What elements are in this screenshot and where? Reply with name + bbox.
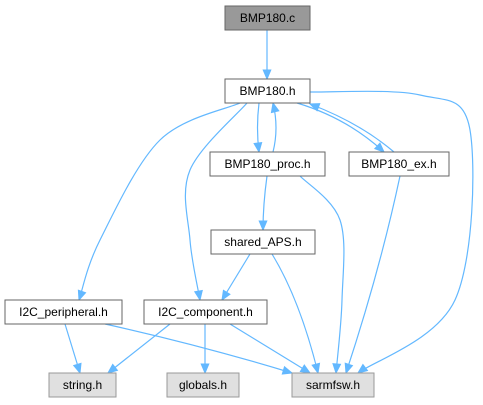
node-label: BMP180_ex.h <box>361 157 436 171</box>
edge-arrowhead <box>356 363 369 374</box>
edge-line <box>184 102 248 301</box>
edge-arrowhead <box>270 101 280 114</box>
edge-bmp180_ex_h-to-sarmfsw_h <box>344 175 401 375</box>
node-shared-aps-h[interactable]: shared_APS.h <box>210 229 316 255</box>
node-label: globals.h <box>179 378 227 392</box>
node-label: I2C_component.h <box>158 305 253 319</box>
edge-bmp180_h-to-i2c_component_h <box>184 102 248 302</box>
edge-line <box>107 323 171 374</box>
node-box <box>210 229 316 255</box>
node-label: sarmfsw.h <box>306 378 360 392</box>
edge-bmp180_ex_h-to-bmp180_h <box>308 103 395 153</box>
edge-arrowhead <box>311 362 321 375</box>
node-box <box>143 299 268 325</box>
edge-i2c_peripheral_h-to-sarmfsw_h <box>104 323 294 375</box>
node-label: I2C_peripheral.h <box>19 305 108 319</box>
edge-bmp180_h-to-bmp180_proc_h <box>253 102 263 154</box>
edge-arrowhead <box>262 69 272 81</box>
node-bmp180-proc-h[interactable]: BMP180_proc.h <box>209 151 326 177</box>
edge-line <box>271 253 319 374</box>
edge-arrowhead <box>308 103 321 112</box>
edge-line <box>78 102 241 301</box>
node-bmp180-h[interactable]: BMP180.h <box>224 78 311 104</box>
edge-arrowhead <box>77 289 87 302</box>
edges-layer <box>64 30 474 375</box>
node-i2c-component-h[interactable]: I2C_component.h <box>143 299 268 325</box>
edge-bmp180_proc_h-to-sarmfsw_h <box>299 175 345 375</box>
edge-arrowhead <box>299 364 312 374</box>
node-label: BMP180.h <box>239 84 295 98</box>
edge-line <box>104 323 293 374</box>
node-label: shared_APS.h <box>224 235 301 249</box>
edge-i2c_component_h-to-sarmfsw_h <box>229 323 312 374</box>
edge-shared_aps_h-to-i2c_component_h <box>221 253 251 302</box>
edge-line <box>345 175 401 374</box>
node-string-h: string.h <box>48 372 117 398</box>
edge-arrowhead <box>221 289 231 302</box>
node-bmp180-c[interactable]: BMP180.c <box>224 5 311 31</box>
edge-bmp180_h-to-sarmfsw_h <box>309 90 474 374</box>
edge-arrowhead <box>193 289 203 302</box>
edge-bmp180_h-to-i2c_peripheral_h <box>77 102 241 302</box>
node-box <box>4 299 123 325</box>
node-box <box>224 5 311 31</box>
edge-shared_aps_h-to-sarmfsw_h <box>271 253 321 375</box>
edge-line <box>296 102 385 153</box>
node-i2c-peripheral-h[interactable]: I2C_peripheral.h <box>4 299 123 325</box>
node-globals-h: globals.h <box>166 372 240 398</box>
edge-arrowhead <box>344 362 354 375</box>
node-box <box>166 372 240 398</box>
edge-arrowhead <box>106 363 119 374</box>
edge-arrowhead <box>253 142 263 154</box>
node-box <box>291 372 375 398</box>
edge-bmp180_c-to-bmp180_h <box>262 30 272 81</box>
node-box <box>224 78 311 104</box>
edge-i2c_component_h-to-globals_h <box>200 324 210 375</box>
edge-arrowhead <box>373 142 385 153</box>
node-box <box>348 151 450 177</box>
node-sarmfsw-h: sarmfsw.h <box>291 372 375 398</box>
edge-bmp180_proc_h-to-shared_aps_h <box>258 175 268 232</box>
edge-arrowhead <box>332 363 342 375</box>
edge-arrowhead <box>72 362 82 375</box>
edge-i2c_peripheral_h-to-string_h <box>64 323 82 375</box>
node-label: BMP180_proc.h <box>224 157 310 171</box>
node-bmp180-ex-h[interactable]: BMP180_ex.h <box>348 151 450 177</box>
edge-line <box>229 323 311 374</box>
node-label: BMP180.c <box>240 11 295 25</box>
edge-bmp180_h-to-bmp180_ex_h <box>296 102 385 153</box>
edge-i2c_component_h-to-string_h <box>106 323 171 374</box>
node-box <box>209 151 326 177</box>
edge-line <box>309 103 395 153</box>
edge-line <box>299 175 345 374</box>
edge-bmp180_proc_h-to-bmp180_h <box>270 101 280 153</box>
node-box <box>48 372 117 398</box>
edge-line <box>309 90 474 374</box>
node-label: string.h <box>63 378 102 392</box>
edge-arrowhead <box>258 220 268 232</box>
edge-arrowhead <box>281 365 294 375</box>
edge-arrowhead <box>200 363 210 375</box>
